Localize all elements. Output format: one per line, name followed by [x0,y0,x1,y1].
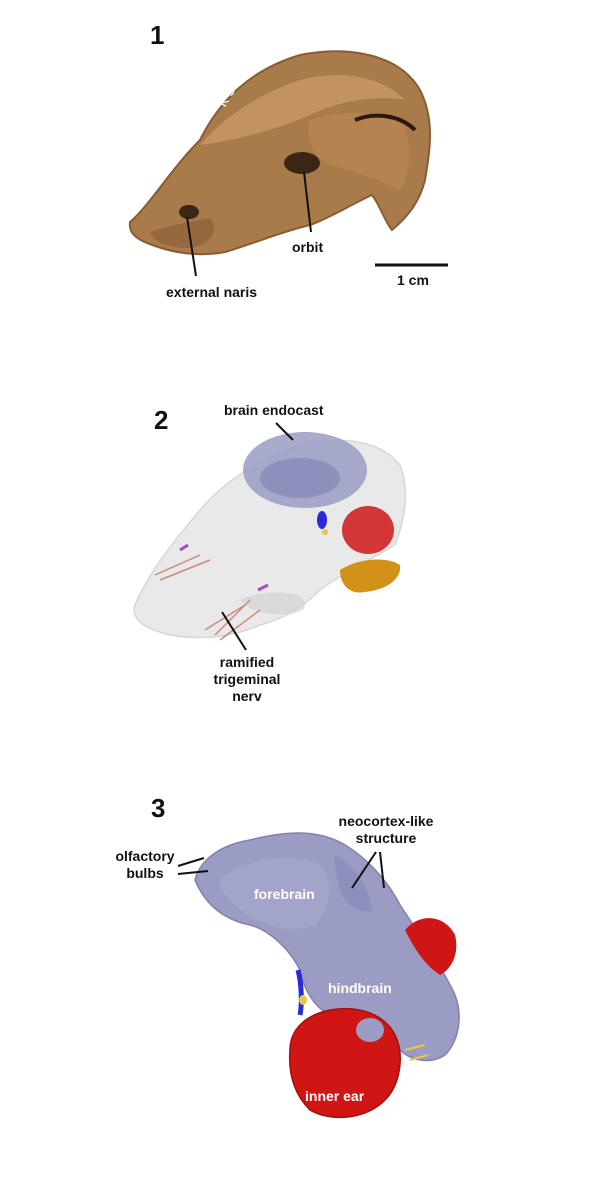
label-olfactory: olfactory [115,848,175,864]
orbit-opening [284,152,320,174]
olfactory-pointer-2 [177,870,209,875]
label-scale: 1 cm [397,272,429,288]
label-neocortex: neocortex-like [338,813,434,829]
label-forebrain: forebrain [254,886,315,902]
panel-number-1: 1 [150,20,165,50]
label-ramified: ramified [219,654,275,670]
naris-opening [179,205,199,219]
inner-ear-right [405,918,457,975]
fossil-skull-photo: K S B [128,50,431,256]
label-external-naris: external naris [166,284,258,300]
trigeminal-branches [154,554,261,641]
panel-number-3: 3 [151,793,166,823]
ct-inner-ear [342,506,394,554]
label-structure: structure [355,830,417,846]
ct-ear-ossicles [340,559,401,593]
neocortex-pointer-1 [351,851,377,889]
orbit-pointer [303,171,312,233]
brain-endocast-pointer [275,422,294,441]
label-brain-endocast: brain endocast [224,402,324,418]
label-nerv: nerv [232,688,262,704]
external-naris-pointer [186,216,197,277]
trigeminal-pointer [221,611,247,651]
label-hindbrain: hindbrain [328,980,392,996]
label-inner-ear: inner ear [305,1088,365,1104]
label-bulbs: bulbs [126,865,164,881]
label-orbit: orbit [292,239,324,255]
ct-reconstruction [133,432,407,641]
panel-number-2: 2 [154,405,169,435]
olfactory-pointer-1 [177,857,205,867]
endocast-render [194,832,460,1119]
neocortex-pointer-2 [379,851,385,889]
label-trigeminal: trigeminal [213,671,281,687]
